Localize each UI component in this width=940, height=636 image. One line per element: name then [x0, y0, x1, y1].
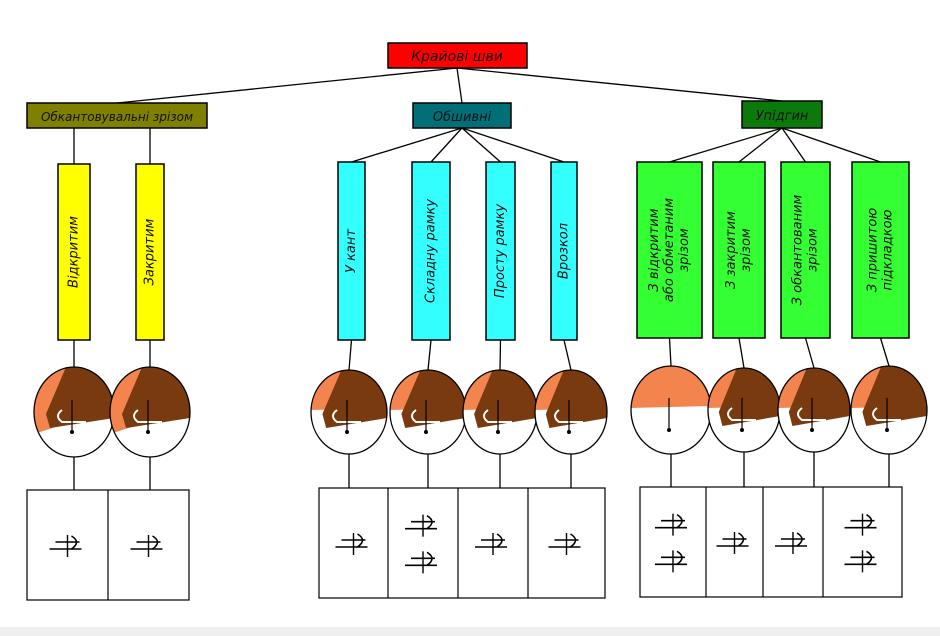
seam-schematic-icon — [475, 533, 507, 555]
leaf-label: Врозкол — [557, 223, 572, 279]
seam-cross-section-icon — [534, 369, 608, 455]
leaf-label: або обметаним — [662, 198, 677, 302]
leaf-label: Складну рамку — [424, 199, 439, 303]
leaf-label: зрізом — [806, 228, 821, 272]
leaf-label: Просту рамку — [493, 204, 508, 298]
leaf-label: зрізом — [677, 228, 692, 272]
group-node-hem: Упідгин — [741, 100, 823, 129]
seam-cross-section-icon — [777, 367, 851, 453]
seam-schematic-icon — [335, 533, 368, 555]
seam-schematic-icon — [844, 550, 877, 573]
connector-lines — [73, 67, 890, 490]
seam-schematic-icon — [844, 513, 877, 536]
root-node: Крайові шви — [387, 42, 528, 69]
connector-line — [348, 339, 353, 371]
connector-line — [738, 337, 745, 369]
seam-schematic-table — [639, 486, 903, 598]
leaf-label: У кант — [344, 229, 359, 273]
seam-cross-section-icon — [630, 365, 712, 455]
connector-line — [461, 127, 565, 163]
group-label-hem: Упідгин — [756, 109, 809, 124]
seam-schematic-table — [318, 487, 606, 599]
connector-line — [669, 127, 783, 163]
leaf-node: Відкритим — [57, 163, 91, 341]
seam-cross-section-icon — [462, 369, 538, 455]
seam-schematic-icon — [655, 550, 687, 573]
seam-cross-section-icon — [850, 365, 928, 455]
seam-schematic-icon — [405, 551, 437, 574]
leaf-nodes: Відкритим Закритим У кант Складну рамку Прос… — [57, 161, 910, 341]
leaf-label: З відкритим — [647, 208, 662, 291]
connector-line — [781, 127, 807, 163]
leaf-node: У кант — [337, 161, 366, 341]
seam-schematic-table — [26, 489, 190, 601]
connector-line — [461, 127, 501, 163]
connector-line — [781, 127, 881, 163]
seam-schematic-tables — [26, 486, 903, 601]
leaf-label: З закритим — [724, 211, 739, 289]
seam-cross-section-icon — [109, 366, 191, 458]
seam-schematic-icon — [49, 535, 82, 557]
connector-line — [668, 337, 672, 367]
seam-schematic-icon — [655, 513, 687, 536]
connector-line — [430, 127, 463, 163]
connector-line — [351, 127, 463, 163]
group-node-facing: Обшивні — [412, 102, 512, 129]
group-node-edge-finishing: Обкантовувальні зрізом — [26, 102, 208, 129]
seam-schematic-icon — [775, 532, 807, 554]
seam-schematic-icon — [405, 514, 437, 537]
connector-line — [499, 339, 502, 371]
seam-schematic-icon — [716, 532, 749, 554]
connector-line — [427, 339, 432, 371]
leaf-label: підкладкою — [881, 209, 896, 290]
leaf-label: З пришитою — [866, 208, 881, 293]
seam-schematic-icon — [130, 535, 163, 557]
root-label: Крайові шви — [411, 49, 503, 65]
group-label-edge-finishing: Обкантовувальні зрізом — [41, 110, 193, 124]
leaf-label: З обкантованим — [791, 194, 806, 305]
connector-line — [563, 339, 572, 371]
connector-line — [738, 127, 783, 163]
seam-schematic-icon — [548, 533, 581, 555]
leaf-node: Просту рамку — [485, 161, 516, 341]
connector-line — [804, 337, 815, 369]
seam-cross-section-icon — [389, 369, 467, 455]
connector-line — [456, 67, 463, 104]
connector-line — [456, 67, 783, 102]
seam-cross-section-icon — [310, 369, 388, 455]
seam-cross-sections — [33, 365, 928, 458]
leaf-node: Врозкол — [550, 161, 578, 341]
bottom-bar — [0, 627, 940, 636]
leaf-label: Відкритим — [67, 216, 82, 288]
connector-line — [116, 67, 458, 104]
leaf-label: Закритим — [143, 218, 158, 285]
group-label-facing: Обшивні — [433, 110, 492, 125]
leaf-node: Закритим — [135, 163, 165, 341]
leaf-label: зрізом — [739, 228, 754, 272]
seam-cross-section-icon — [33, 366, 115, 458]
seam-cross-section-icon — [707, 367, 781, 453]
connector-line — [879, 337, 890, 367]
leaf-node: Складну рамку — [411, 161, 451, 341]
